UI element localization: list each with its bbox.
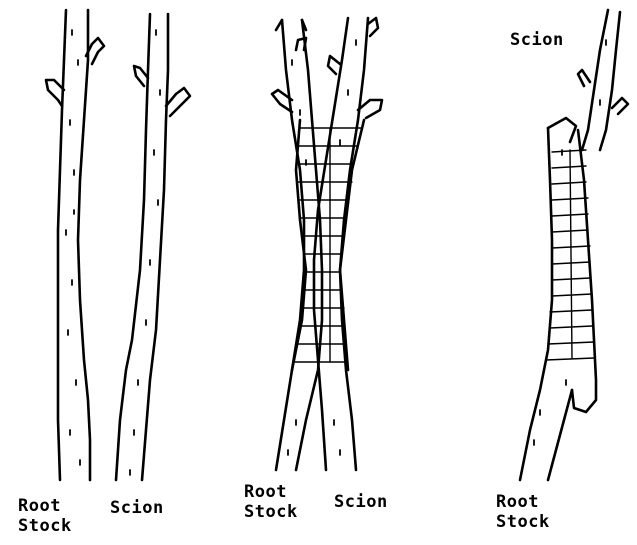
panel-2-rootstock-label: Root Stock bbox=[244, 482, 298, 522]
rootstock-label-line2: Stock bbox=[496, 512, 550, 532]
scion-stem-2 bbox=[314, 18, 382, 470]
rootstock-label-line1: Root bbox=[18, 496, 72, 516]
panel-1-scion-label: Scion bbox=[110, 498, 164, 518]
panel-2-approach-graft bbox=[272, 18, 382, 470]
rootstock-label-line1: Root bbox=[496, 492, 550, 512]
rootstock-stem-3 bbox=[520, 118, 596, 480]
scion-stem-3 bbox=[578, 10, 628, 150]
panel-3-rootstock-label: Root Stock bbox=[496, 492, 550, 532]
rootstock-stem-1 bbox=[46, 10, 104, 480]
scion-stem-1 bbox=[116, 14, 190, 480]
rootstock-label-line2: Stock bbox=[18, 516, 72, 536]
panel-3-tongue-graft bbox=[520, 10, 628, 480]
panel-1-separate-stems bbox=[46, 10, 190, 480]
panel-2-scion-label: Scion bbox=[334, 492, 388, 512]
rootstock-label-line1: Root bbox=[244, 482, 298, 502]
panel-1-rootstock-label: Root Stock bbox=[18, 496, 72, 536]
panel-3-scion-label: Scion bbox=[510, 30, 564, 50]
rootstock-label-line2: Stock bbox=[244, 502, 298, 522]
